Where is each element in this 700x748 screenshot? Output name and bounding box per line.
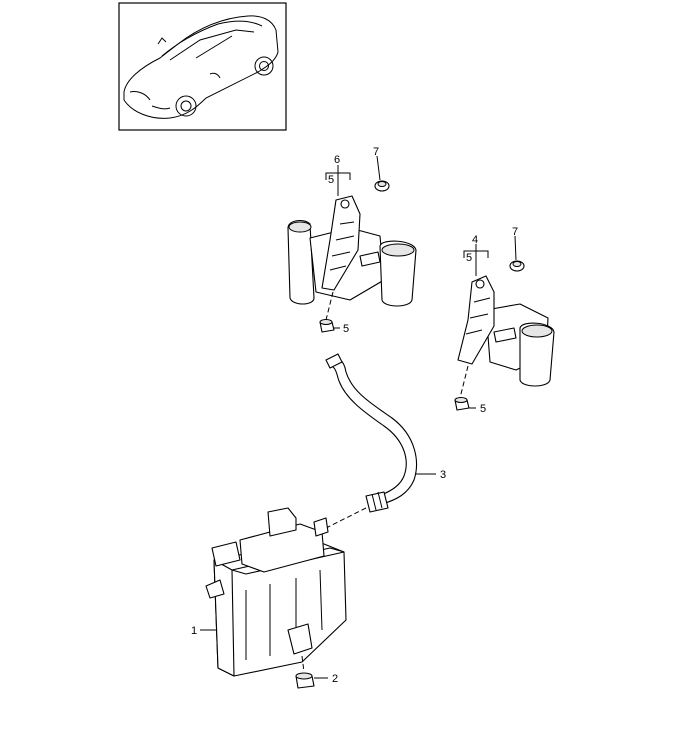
callout-6: 6 (334, 154, 340, 166)
purge-valve-assembly-left (287, 195, 417, 307)
vehicle-thumbnail (118, 2, 287, 131)
callout-5-bracket-left: 5 (328, 174, 334, 186)
guide-line (325, 507, 367, 529)
charcoal-canister (205, 507, 347, 677)
callout-4: 4 (472, 234, 478, 246)
guide-line (459, 365, 469, 399)
callout-3: 3 (440, 469, 446, 481)
purge-valve-assembly-right (457, 275, 555, 387)
callout-5-nut-right: 5 (480, 403, 486, 415)
grommet-7-right (509, 235, 525, 272)
callout-5-nut-left: 5 (343, 323, 349, 335)
callout-5-bracket-right: 5 (466, 252, 472, 264)
nut-5-left (319, 319, 335, 333)
callout-2: 2 (332, 673, 338, 685)
nut-2 (295, 655, 328, 689)
vent-hose (325, 353, 417, 513)
callout-7-right: 7 (512, 226, 518, 238)
callout-7-upper: 7 (373, 146, 379, 158)
callout-brace-6 (325, 165, 351, 196)
callout-brace-4 (463, 244, 489, 276)
guide-line (325, 291, 334, 321)
nut-5-right (454, 397, 470, 411)
grommet-7-upper (374, 155, 390, 192)
callout-1: 1 (191, 625, 197, 637)
